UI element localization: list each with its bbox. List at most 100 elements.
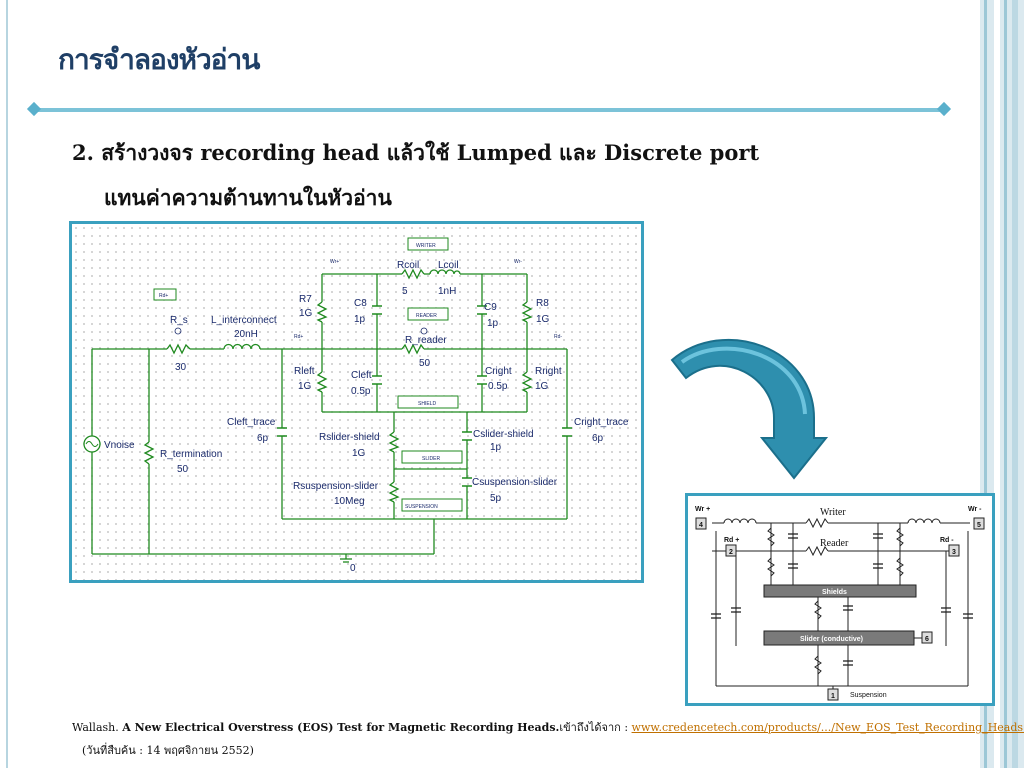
fig-writer-label: Writer	[820, 507, 846, 518]
stripe-decoration	[6, 0, 8, 768]
rslider-value: 1G	[352, 448, 366, 459]
rs-name: R_s	[170, 315, 188, 326]
curved-arrow-icon	[664, 318, 834, 492]
csusp-value: 5p	[490, 493, 502, 504]
cright-name: Cright	[485, 366, 512, 377]
title-divider	[34, 108, 944, 112]
r7-value: 1G	[299, 308, 313, 319]
fig-rd-minus: Rd -	[940, 537, 954, 544]
rs-value: 30	[175, 362, 187, 373]
rsusp-resistor	[388, 481, 400, 503]
c9-value: 1p	[487, 318, 499, 329]
reference-date: (วันที่สืบค้น : 14 พฤศจิกายน 2552)	[82, 744, 254, 757]
fig-shields-label: Shields	[822, 589, 847, 596]
rsusp-name: Rsuspension-slider	[293, 481, 379, 492]
clefttrace-value: 6p	[257, 433, 269, 444]
rreader-value: 50	[419, 358, 431, 369]
rd-minus-label: Rd-	[554, 334, 562, 340]
c8-name: C8	[354, 298, 367, 309]
fig-port-3: 3	[952, 549, 956, 556]
linterconnect-inductor	[223, 343, 261, 350]
cleft-name: Cleft	[351, 370, 372, 381]
probe-icon	[174, 327, 182, 335]
rslider-resistor	[388, 431, 400, 453]
fig-port-4: 4	[699, 522, 703, 529]
fig-port-1: 1	[831, 693, 835, 700]
rleft-resistor	[316, 371, 328, 393]
capacitor-symbols	[277, 305, 572, 487]
crighttrace-value: 6p	[592, 433, 604, 444]
rright-value: 1G	[535, 381, 549, 392]
circuit-schematic: WRITER READER SHIELD SLIDER SUSPENSION R…	[69, 221, 644, 583]
rterm-resistor	[143, 441, 155, 465]
ref-url-link[interactable]: www.credencetech.com/products/.../New_EO…	[631, 721, 1024, 734]
rsusp-value: 10Meg	[334, 496, 365, 507]
lcoil-value: 1nH	[438, 286, 456, 297]
r7-name: R7	[299, 294, 312, 305]
rd-plus-box-label: Rd+	[159, 293, 168, 299]
cslider-value: 1p	[490, 442, 502, 453]
slide-title: การจำลองหัวอ่าน	[58, 43, 260, 76]
ref-author: Wallash.	[72, 721, 119, 734]
divider-end-right	[936, 101, 952, 117]
fig-port-5: 5	[977, 522, 981, 529]
csusp-name: Csuspension-slider	[472, 477, 558, 488]
rreader-name: R_reader	[405, 335, 447, 346]
lcoil-inductor	[429, 269, 461, 275]
bullet-line-2: แทนค่าความต้านทานในหัวอ่าน	[104, 185, 392, 210]
ref-title: A New Electrical Overstress (EOS) Test f…	[122, 721, 560, 734]
label-boxes	[153, 237, 463, 512]
wires	[91, 273, 568, 559]
wr-plus-label: Wr+	[330, 259, 339, 265]
rcoil-resistor	[401, 268, 425, 280]
r8-value: 1G	[536, 314, 550, 325]
divider-end-left	[26, 101, 42, 117]
resistor-symbols	[143, 268, 533, 503]
cleft-value: 0.5p	[351, 386, 371, 397]
fig-port-6: 6	[925, 636, 929, 643]
rterm-value: 50	[177, 464, 189, 475]
page-number: 14	[938, 665, 954, 679]
linterconnect-value: 20nH	[234, 329, 258, 340]
ground-icon	[340, 558, 352, 563]
fig-reader-label: Reader	[820, 538, 849, 549]
suspension-label: SUSPENSION	[405, 504, 438, 510]
rd-plus-label: Rd+	[294, 334, 303, 340]
stripe-decoration	[994, 0, 1000, 768]
r7-resistor	[316, 301, 328, 323]
probe-icon	[420, 327, 428, 335]
rcoil-name: Rcoil	[397, 260, 419, 271]
fig-wr-minus: Wr -	[968, 506, 982, 513]
slider-label: SLIDER	[422, 456, 440, 462]
stripe-decoration	[984, 0, 987, 768]
rterm-name: R_termination	[160, 449, 222, 460]
rleft-value: 1G	[298, 381, 312, 392]
stripe-decoration	[1012, 0, 1018, 768]
r8-name: R8	[536, 298, 549, 309]
ground-label: 0	[350, 563, 356, 574]
rleft-name: Rleft	[294, 366, 315, 377]
vnoise-name: Vnoise	[104, 440, 135, 451]
stripe-decoration	[1004, 0, 1007, 768]
fig-suspension-label: Suspension	[850, 692, 887, 699]
ref-access: เข้าถึงได้จาก :	[559, 721, 629, 734]
writer-label: WRITER	[416, 243, 436, 249]
rright-resistor	[521, 371, 533, 393]
fig-rd-plus: Rd +	[724, 537, 739, 544]
rright-name: Rright	[535, 366, 562, 377]
reader-label: READER	[416, 313, 437, 319]
inductor-symbols	[223, 269, 461, 350]
cslider-name: Cslider-shield	[473, 429, 534, 440]
fig-slider-label: Slider (conductive)	[800, 636, 863, 643]
head-model-figure: Wr + Wr - Rd + Rd - Writer Reader Shield…	[685, 493, 995, 706]
shield-label: SHIELD	[418, 401, 436, 407]
crighttrace-name: Cright_trace	[574, 417, 629, 428]
c8-value: 1p	[354, 314, 366, 325]
fig-wr-plus: Wr +	[695, 506, 710, 513]
figure-drawing: Wr + Wr - Rd + Rd - Writer Reader Shield…	[695, 506, 985, 701]
rslider-name: Rslider-shield	[319, 432, 380, 443]
wr-minus-label: Wr-	[514, 259, 522, 265]
rreader-resistor	[401, 343, 425, 355]
fig-port-2: 2	[729, 549, 733, 556]
